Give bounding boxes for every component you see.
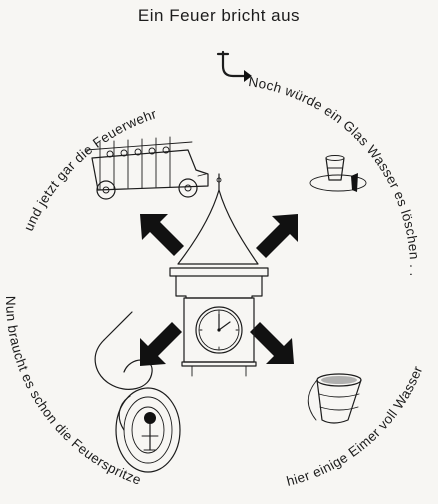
caption-glass: Noch würde ein Glas Wasser es löschen . …	[0, 0, 422, 281]
block-arrow-engine	[140, 214, 184, 256]
water-glass-icon	[310, 156, 366, 193]
caption-buckets: hier einige Eimer voll Wasser	[285, 364, 426, 489]
block-arrow-bucket	[250, 322, 294, 364]
start-hook-arrow-icon	[218, 52, 252, 82]
caption-hose: Nun braucht es schon die Feuerspritze	[3, 296, 143, 488]
caption-engine: und jetzt gar die Feuerwehr	[21, 106, 159, 233]
clock-tower-icon	[170, 174, 268, 376]
block-arrow-hose	[140, 322, 182, 366]
bucket-icon	[308, 374, 361, 423]
block-arrow-glass	[256, 214, 298, 258]
